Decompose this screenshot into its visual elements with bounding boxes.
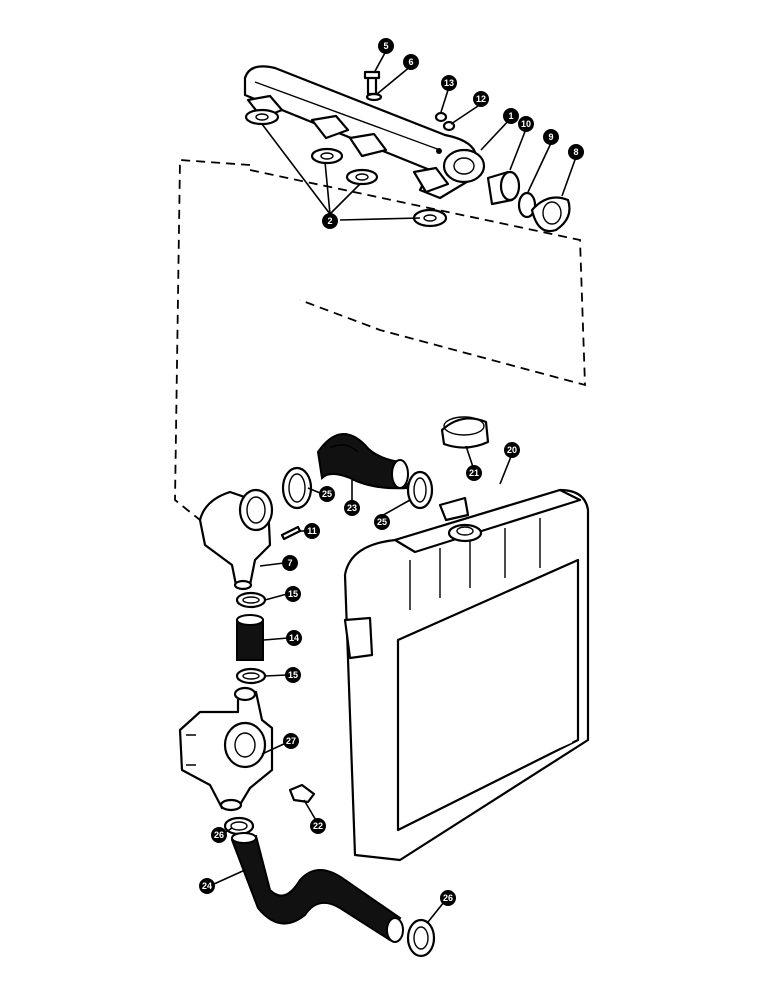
svg-text:1: 1: [508, 111, 513, 121]
callout-10: 10: [518, 116, 534, 132]
svg-text:22: 22: [313, 821, 323, 831]
leader-lines: [213, 50, 577, 923]
svg-text:9: 9: [548, 132, 553, 142]
hose-clip-22: [288, 783, 316, 804]
svg-text:7: 7: [287, 558, 292, 568]
callout-8: 8: [568, 144, 584, 160]
water-outlet: [198, 488, 274, 591]
svg-text:12: 12: [476, 94, 486, 104]
svg-text:20: 20: [507, 445, 517, 455]
upper-hose: [316, 433, 410, 490]
svg-text:27: 27: [286, 736, 296, 746]
callout-26-lower: 26: [440, 890, 456, 906]
svg-text:2: 2: [327, 216, 332, 226]
callout-1: 1: [503, 108, 519, 124]
svg-text:26: 26: [443, 893, 453, 903]
callout-24: 24: [199, 878, 215, 894]
callout-27: 27: [283, 733, 299, 749]
callout-2: 2: [322, 213, 338, 229]
svg-text:13: 13: [444, 78, 454, 88]
svg-text:8: 8: [573, 147, 578, 157]
water-manifold: [243, 65, 486, 200]
svg-text:25: 25: [377, 517, 387, 527]
callout-5: 5: [378, 38, 394, 54]
stud-and-nuts: [363, 70, 456, 132]
callout-23: 23: [344, 500, 360, 516]
svg-text:14: 14: [289, 633, 299, 643]
svg-text:21: 21: [469, 468, 479, 478]
callout-6: 6: [403, 54, 419, 70]
svg-text:15: 15: [288, 589, 298, 599]
lower-hose: [223, 816, 436, 958]
svg-text:10: 10: [521, 119, 531, 129]
callouts: 1 2 5 6 7 8 9 10 11 12 13 14 15 15 20 21…: [199, 38, 584, 906]
callout-11: 11: [304, 523, 320, 539]
bypass-hose-clamps: [235, 591, 267, 685]
callout-7: 7: [282, 555, 298, 571]
bolt-11: [280, 525, 302, 541]
callout-12: 12: [473, 91, 489, 107]
svg-text:6: 6: [408, 57, 413, 67]
hose-clamps-25: [281, 466, 434, 510]
svg-text:25: 25: [322, 489, 332, 499]
callout-22: 22: [310, 818, 326, 834]
svg-text:15: 15: [288, 670, 298, 680]
callout-9: 9: [543, 129, 559, 145]
callout-14: 14: [286, 630, 302, 646]
assembly-dashed-line: [174, 159, 586, 521]
radiator-cap: [440, 416, 490, 449]
svg-text:26: 26: [214, 830, 224, 840]
callout-25-right: 25: [374, 514, 390, 530]
callout-20: 20: [504, 442, 520, 458]
svg-text:24: 24: [202, 881, 212, 891]
thermostat-assembly: [486, 170, 571, 233]
callout-21: 21: [466, 465, 482, 481]
water-pump: [178, 686, 274, 812]
callout-15-upper: 15: [285, 586, 301, 602]
radiator: [343, 488, 590, 862]
callout-26-upper: 26: [211, 827, 227, 843]
svg-text:11: 11: [307, 526, 317, 536]
callout-13: 13: [441, 75, 457, 91]
callout-25-left: 25: [319, 486, 335, 502]
manifold-gaskets: [244, 108, 448, 228]
svg-text:5: 5: [383, 41, 388, 51]
callout-15-lower: 15: [285, 667, 301, 683]
svg-text:23: 23: [347, 503, 357, 513]
